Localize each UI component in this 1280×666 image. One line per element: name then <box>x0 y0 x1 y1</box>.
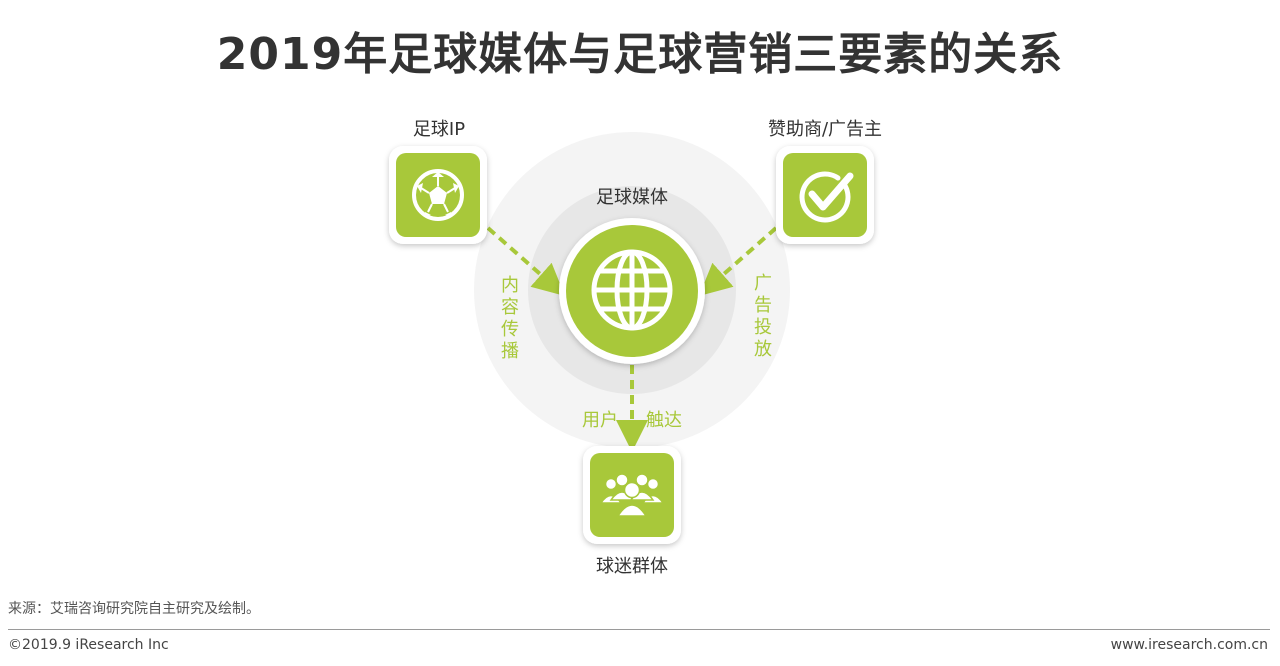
footer-divider <box>8 629 1270 630</box>
media-node <box>559 218 705 364</box>
user-reach-right-label: 触达 <box>646 410 682 431</box>
ad-placement-char-4: 放 <box>754 339 772 360</box>
ad-placement-char-3: 投 <box>754 317 772 338</box>
fans-node <box>583 446 681 544</box>
user-reach-left-label: 用户 <box>582 410 618 431</box>
content-spread-char-3: 传 <box>501 319 519 340</box>
content-spread-char-2: 容 <box>501 297 519 318</box>
sponsor-node <box>776 146 874 244</box>
ad-placement-char-1: 广 <box>754 273 772 294</box>
website-link[interactable]: www.iresearch.com.cn <box>1110 637 1268 653</box>
football-ip-node <box>389 146 487 244</box>
people-group-icon <box>599 473 665 517</box>
arrow-content-spread <box>486 226 565 296</box>
fans-label: 球迷群体 <box>596 556 668 577</box>
arrow-ad-placement <box>699 226 778 296</box>
sponsor-label: 赞助商/广告主 <box>768 119 882 140</box>
copyright-text: ©2019.9 iResearch Inc <box>8 637 169 653</box>
content-spread-char-4: 播 <box>501 341 519 362</box>
source-note: 来源：艾瑞咨询研究院自主研究及绘制。 <box>8 601 260 617</box>
content-spread-char-1: 内 <box>501 275 519 296</box>
soccer-ball-icon <box>412 169 464 221</box>
checkmark-icon <box>799 171 854 223</box>
media-label: 足球媒体 <box>596 187 668 208</box>
relationship-diagram: 足球IP 赞助商/广告主 足球媒体 球迷群体 内 容 传 播 广 告 投 放 用… <box>389 119 882 577</box>
football-ip-label: 足球IP <box>413 119 465 140</box>
globe-icon <box>591 249 673 331</box>
ad-placement-char-2: 告 <box>754 295 772 316</box>
page-title: 2019年足球媒体与足球营销三要素的关系 <box>216 29 1064 80</box>
